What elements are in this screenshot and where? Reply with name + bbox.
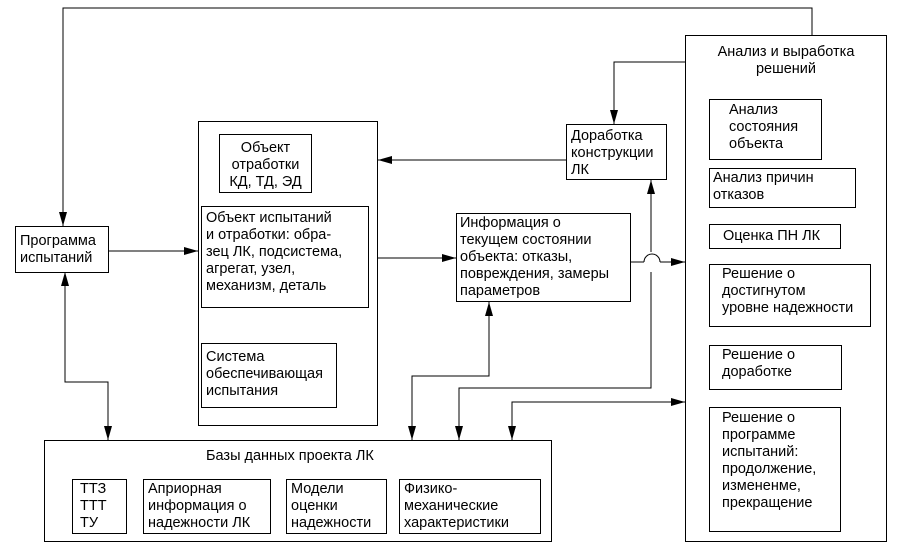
arrowhead-database-from-analysis xyxy=(508,426,516,440)
analysis-failures-label: Анализ причин отказов xyxy=(713,170,814,203)
design-mod-box xyxy=(566,124,667,180)
decision-program-label: Решение о программе испытаний: продолжен… xyxy=(722,410,817,511)
pn-eval-box xyxy=(709,224,841,249)
decision-mod-label: Решение о доработке xyxy=(722,347,796,380)
arrowhead-into-object xyxy=(184,247,198,255)
db-apriori-box xyxy=(143,479,271,534)
connector-db-to-designmod xyxy=(458,272,652,440)
analysis-failures-box xyxy=(709,168,856,208)
connector-analysis-to-designmod xyxy=(613,61,685,124)
db-models-label: Модели оценки надежности xyxy=(291,481,372,531)
decision-mod-box xyxy=(709,345,842,390)
decision-reliability-label: Решение о достигнутом уровне надежности xyxy=(722,266,854,316)
arrowhead-database-from-db-line xyxy=(455,426,463,440)
decision-reliability-box xyxy=(709,264,871,327)
pn-eval-label: Оценка ПН ЛК xyxy=(723,228,821,244)
database-title: Базы данных проекта ЛК xyxy=(206,448,374,464)
object-dev-box xyxy=(219,134,312,193)
object-test-label: Объект испытаний и отработки: обра- зец … xyxy=(206,210,343,294)
connector-analysis-to-database xyxy=(511,401,685,440)
analysis-state-label: Анализ состояния объекта xyxy=(729,102,799,152)
analysis-title: Анализ и выработка решений xyxy=(717,44,855,77)
connector-analysis-to-program-top xyxy=(62,7,813,226)
arrowhead-into-designmod-bottom xyxy=(647,180,655,194)
db-models-box xyxy=(286,479,387,534)
program-label: Программа испытаний xyxy=(20,233,96,266)
arrowhead-into-info xyxy=(442,254,456,262)
arrowhead-database-from-program xyxy=(104,426,112,440)
arrowhead-info-up xyxy=(485,302,493,316)
arrowhead-into-analysis-lower xyxy=(671,398,685,406)
arrowhead-into-designmod-top xyxy=(610,110,618,124)
connector-info-to-analysis-hop xyxy=(643,253,661,263)
support-system-box xyxy=(201,343,337,408)
analysis-state-box xyxy=(709,99,822,160)
db-tt-box xyxy=(72,479,127,534)
arrowhead-database-from-info xyxy=(408,426,416,440)
connector-program-to-database xyxy=(64,272,109,440)
arrowhead-into-program-top xyxy=(59,212,67,226)
arrowhead-program-up xyxy=(61,272,69,286)
db-tt-label: ТТЗ ТТТ ТУ xyxy=(80,481,107,531)
object-dev-label: Объект отработки КД, ТД, ЭД xyxy=(229,140,302,190)
db-physmech-label: Физико- механические характеристики xyxy=(404,481,509,531)
db-apriori-label: Априорная информация о надежности ЛК xyxy=(148,481,251,531)
arrowhead-into-object-from-designmod xyxy=(378,156,392,164)
db-physmech-box xyxy=(399,479,541,534)
decision-program-box xyxy=(709,407,841,532)
info-state-box xyxy=(456,213,631,302)
program-box xyxy=(15,226,109,273)
info-state-label: Информация о текущем состоянии объекта: … xyxy=(460,215,610,299)
object-test-box xyxy=(201,206,369,308)
support-system-label: Система обеспечивающая испытания xyxy=(206,349,323,399)
design-mod-label: Доработка конструкции ЛК xyxy=(571,128,654,178)
connector-info-to-database xyxy=(411,302,490,440)
arrowhead-into-analysis xyxy=(671,258,685,266)
